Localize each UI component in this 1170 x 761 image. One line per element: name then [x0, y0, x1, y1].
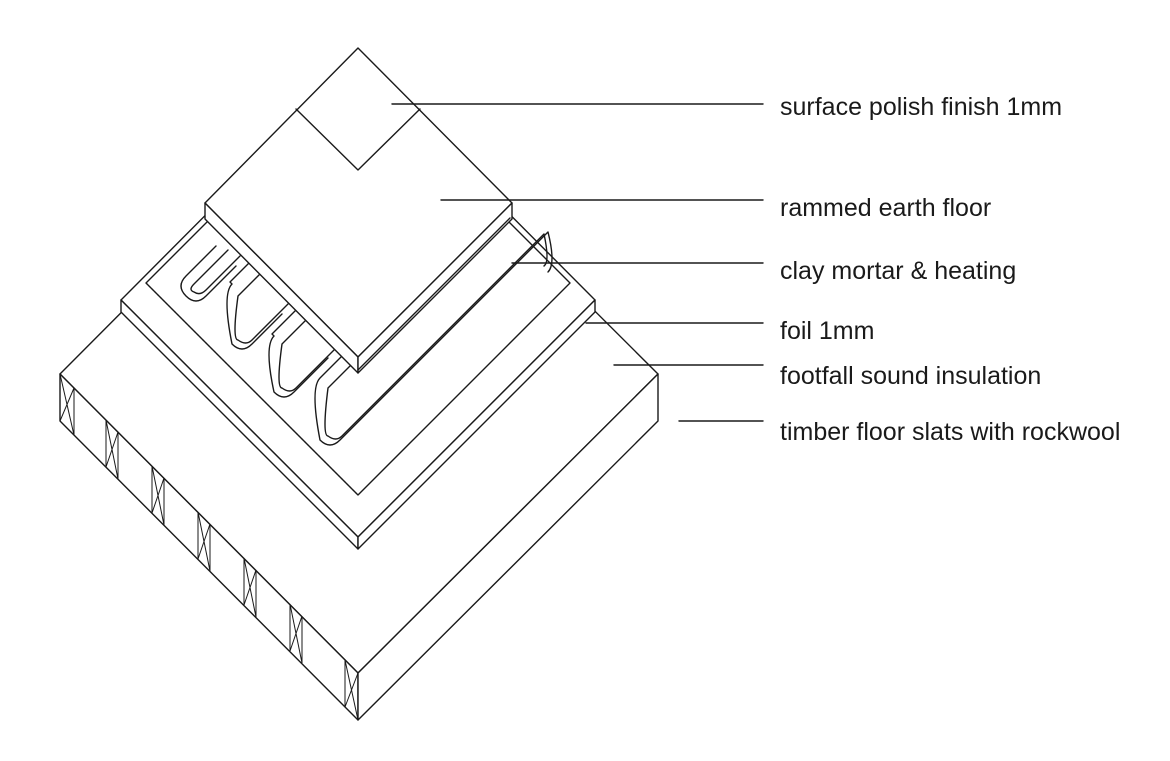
labels: surface polish finish 1mm rammed earth f… [780, 93, 1120, 446]
label-surface-polish: surface polish finish 1mm [780, 93, 1062, 121]
rammed-earth-block [204, 47, 513, 374]
label-timber: timber floor slats with rockwool [780, 418, 1120, 446]
label-rammed-earth: rammed earth floor [780, 194, 991, 222]
insulation-right-side [357, 299, 596, 550]
surface-polish [295, 108, 421, 171]
rammed-earth-side-inner [357, 217, 511, 371]
rammed-earth-right-side [357, 202, 513, 374]
polish-cut-edge [295, 108, 421, 171]
label-clay-mortar: clay mortar & heating [780, 257, 1016, 285]
foil-edge [145, 282, 359, 496]
leader-lines [391, 103, 764, 422]
heating-pipe-loop [180, 231, 553, 446]
heating-pipe-inner [190, 233, 548, 440]
heating-pipes [180, 231, 553, 446]
label-foil: foil 1mm [780, 317, 874, 345]
label-footfall: footfall sound insulation [780, 362, 1041, 390]
timber-slab-right-side [357, 373, 659, 721]
timber-slats [59, 373, 359, 721]
